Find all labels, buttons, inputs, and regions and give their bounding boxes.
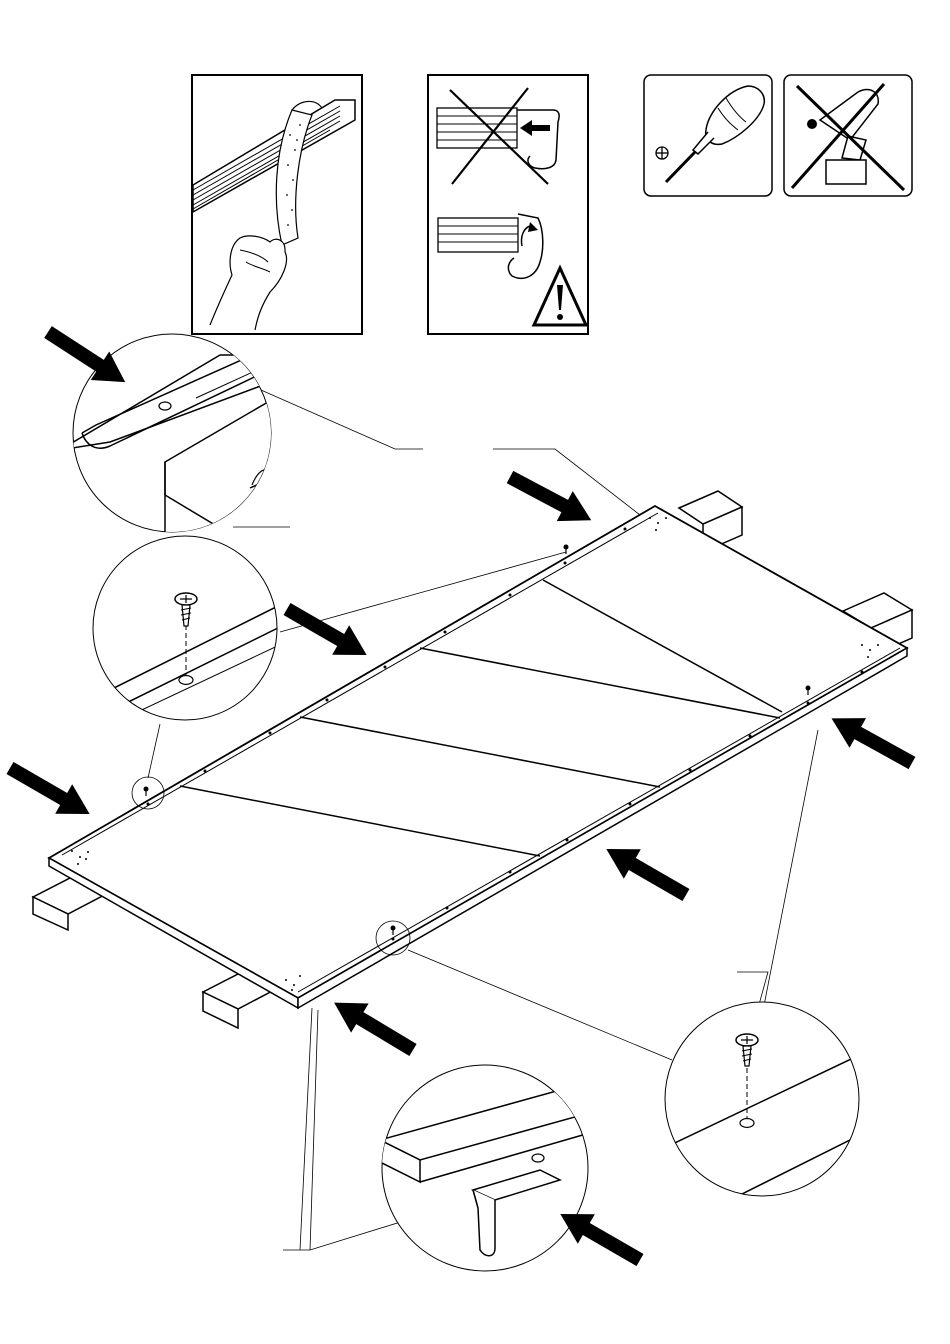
arrow-icon (598, 834, 695, 909)
arrow-icon (502, 462, 599, 535)
arrow-icon (823, 704, 920, 778)
no-push-panel (428, 75, 588, 334)
arrow-icon (2, 753, 99, 828)
peel-backing-panel (192, 75, 362, 334)
no-power-drill-panel (784, 75, 912, 196)
screw-detail-left (90, 536, 290, 725)
profile-end-detail (380, 1065, 600, 1271)
arrow-icon (325, 988, 421, 1065)
phillips-screwdriver-panel (644, 75, 772, 196)
arrow-icon (279, 594, 376, 669)
screw-detail-right (660, 1002, 870, 1200)
